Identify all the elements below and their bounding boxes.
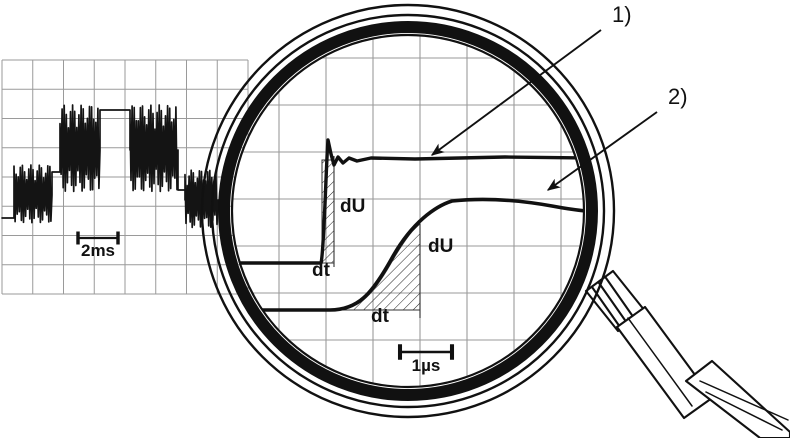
callout-2-leader-line [546, 111, 658, 191]
magnified-timebase-marker: 1µs [397, 344, 455, 375]
callout-1-leader-line [430, 29, 602, 156]
timebase-label-1us: 1µs [412, 356, 441, 375]
dU-label-trace2: dU [428, 236, 453, 257]
callout-1-label: 1) [612, 2, 632, 27]
derivative-annotations: dU dt dU dt [312, 196, 453, 327]
dU-label-trace1: dU [340, 196, 365, 217]
callout-layer: 1) 2) [430, 2, 688, 191]
lens-backdrop [232, 35, 584, 387]
pwm-burst-trace [1, 104, 219, 229]
timebase-label-2ms: 2ms [81, 241, 115, 260]
callout-2-label: 2) [668, 84, 688, 109]
dt-label-trace2: dt [371, 306, 390, 327]
overview-timebase-marker: 2ms [76, 231, 120, 260]
overview-oscillogram: 2ms [1, 59, 249, 295]
voltage-step-trace [232, 138, 584, 265]
magnifier-handle [584, 269, 790, 438]
measurement-guides [333, 156, 421, 318]
current-ramp-trace [232, 197, 584, 312]
dt-label-trace1: dt [312, 260, 331, 281]
magnifier-rim [200, 3, 616, 419]
